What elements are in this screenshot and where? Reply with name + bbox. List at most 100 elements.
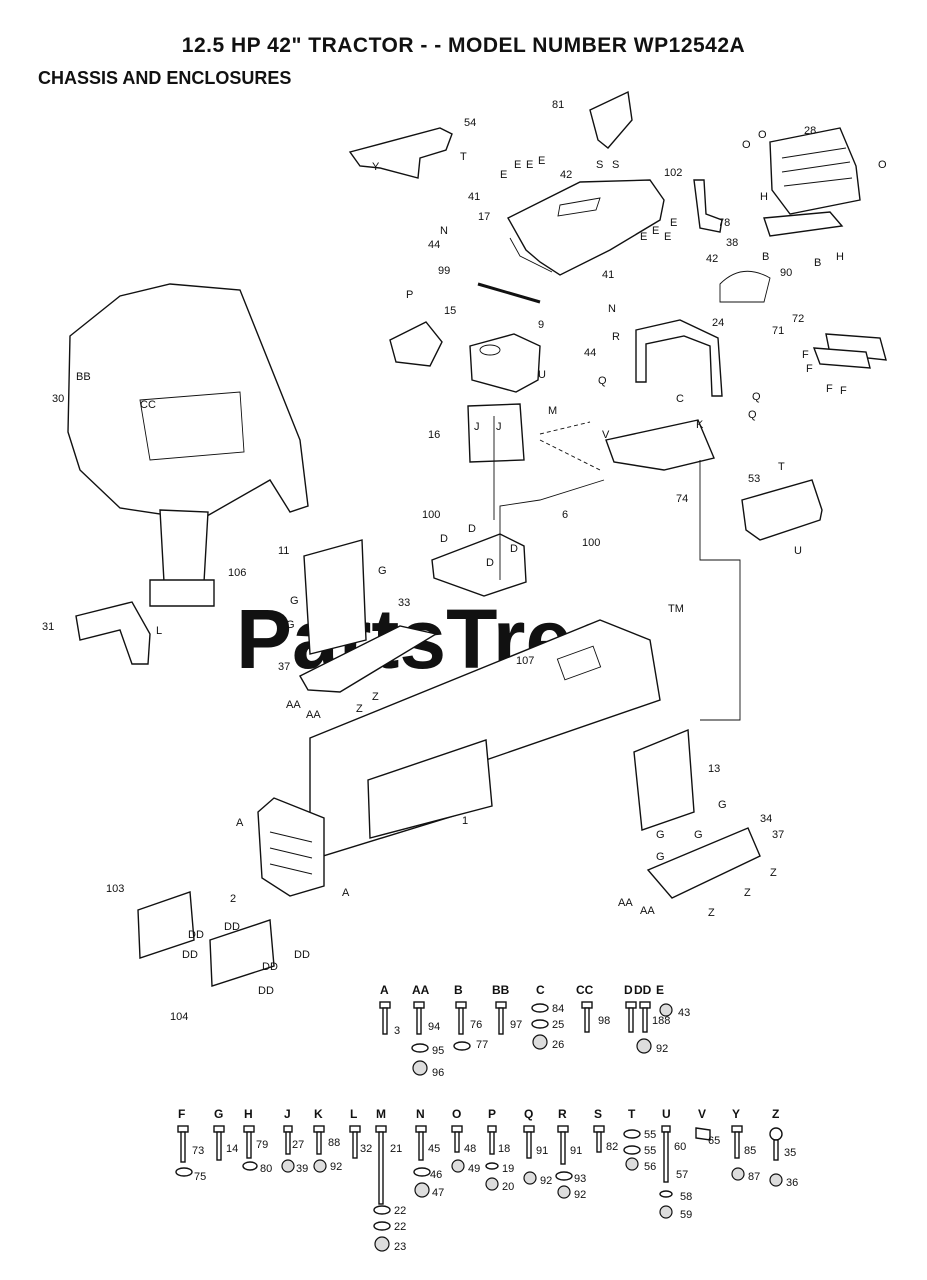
key-g1: G: [378, 565, 387, 577]
svg-text:55: 55: [644, 1145, 656, 1157]
key-a1: A: [236, 817, 244, 829]
key-z3: Z: [356, 703, 363, 715]
callout-11: 11: [278, 545, 289, 557]
callout-90: 90: [780, 267, 792, 279]
svg-text:Z: Z: [772, 1107, 779, 1121]
callout-44a: 44: [428, 239, 440, 251]
svg-text:BB: BB: [492, 983, 510, 997]
key-z1: Z: [432, 647, 439, 659]
key-z2: Z: [372, 691, 379, 703]
hw-group-k: K 88 92: [313, 1107, 342, 1173]
callout-9: 9: [538, 319, 544, 331]
key-dd6: DD: [258, 985, 274, 997]
key-b1: B: [762, 251, 769, 263]
hw-group-y: Y 85 87: [731, 1107, 760, 1183]
key-y1: V: [602, 429, 610, 441]
svg-text:82: 82: [606, 1141, 618, 1153]
key-g2: G: [290, 595, 299, 607]
svg-text:J: J: [284, 1107, 291, 1121]
callout-38: 38: [726, 237, 738, 249]
hw-group-aa: AA 94 95 96: [411, 983, 444, 1079]
key-aa1: AA: [286, 699, 301, 711]
svg-text:32: 32: [360, 1143, 372, 1155]
key-d3: D: [510, 543, 518, 555]
hardware-row-2: F 73 75 G 14 H 79 80 J 27 39 K 8: [175, 1107, 798, 1253]
svg-text:B: B: [454, 983, 463, 997]
key-e5: E: [640, 231, 647, 243]
callout-6: 6: [562, 509, 568, 521]
svg-text:CC: CC: [576, 983, 594, 997]
key-dd1: DD: [224, 921, 240, 933]
key-d2: D: [468, 523, 476, 535]
key-aa3: AA: [618, 897, 633, 909]
key-e4: E: [538, 155, 545, 167]
callout-1: 1: [462, 815, 468, 827]
svg-text:V: V: [698, 1107, 706, 1121]
hw-group-m: M 21 22 22 23: [373, 1107, 406, 1253]
svg-text:49: 49: [468, 1163, 480, 1175]
svg-text:21: 21: [390, 1143, 402, 1155]
svg-text:G: G: [214, 1107, 223, 1121]
key-u1: U: [794, 545, 802, 557]
svg-text:22: 22: [394, 1221, 406, 1233]
svg-text:60: 60: [674, 1141, 686, 1153]
key-n2: N: [608, 303, 616, 315]
svg-text:76: 76: [470, 1019, 482, 1031]
key-n1: N: [440, 225, 448, 237]
callout-81: 81: [552, 99, 564, 111]
hw-group-bb: BB 97: [492, 983, 522, 1035]
callout-74: 74: [676, 493, 688, 505]
callout-28: 28: [804, 125, 816, 137]
letter-keys: S S Y T E E E E O O O N N H H B B E E E …: [76, 129, 887, 997]
key-q1: Q: [598, 375, 607, 387]
key-o1: O: [742, 139, 751, 151]
svg-text:65: 65: [708, 1135, 720, 1147]
svg-text:P: P: [488, 1107, 496, 1121]
key-d1: D: [440, 533, 448, 545]
svg-text:45: 45: [428, 1143, 440, 1155]
svg-text:R: R: [558, 1107, 567, 1121]
svg-text:55: 55: [644, 1129, 656, 1141]
key-s2: S: [612, 159, 619, 171]
key-cc1: CC: [140, 399, 156, 411]
svg-text:H: H: [244, 1107, 253, 1121]
callout-44b: 44: [584, 347, 596, 359]
callout-71: 71: [772, 325, 784, 337]
key-e3: E: [526, 159, 533, 171]
key-g6: G: [694, 829, 703, 841]
svg-text:20: 20: [502, 1181, 514, 1193]
svg-text:77: 77: [476, 1039, 488, 1051]
key-t1: T: [460, 151, 467, 163]
key-dd2: DD: [188, 929, 204, 941]
callout-15: 15: [444, 305, 456, 317]
svg-text:85: 85: [744, 1145, 756, 1157]
svg-text:Y: Y: [732, 1107, 740, 1121]
callout-34: 34: [760, 813, 772, 825]
key-o3: O: [878, 159, 887, 171]
svg-text:C: C: [536, 983, 545, 997]
key-g4: G: [718, 799, 727, 811]
svg-text:79: 79: [256, 1139, 268, 1151]
svg-text:95: 95: [432, 1045, 444, 1057]
svg-text:A: A: [380, 983, 389, 997]
key-o2: O: [758, 129, 767, 141]
callout-99: 99: [438, 265, 450, 277]
svg-text:58: 58: [680, 1191, 692, 1203]
key-q3: Q: [748, 409, 757, 421]
callout-100b: 100: [582, 537, 600, 549]
svg-text:92: 92: [330, 1161, 342, 1173]
svg-text:48: 48: [464, 1143, 476, 1155]
key-z6: Z: [708, 907, 715, 919]
svg-text:93: 93: [574, 1173, 586, 1185]
callout-41b: 41: [602, 269, 614, 281]
hw-group-r: R 91 93 92: [555, 1107, 586, 1201]
svg-text:3: 3: [394, 1025, 400, 1037]
svg-text:73: 73: [192, 1145, 204, 1157]
svg-text:94: 94: [428, 1021, 440, 1033]
svg-text:47: 47: [432, 1187, 444, 1199]
callout-72: 72: [792, 313, 804, 325]
svg-text:98: 98: [598, 1015, 610, 1027]
svg-text:F: F: [178, 1107, 185, 1121]
svg-text:18: 18: [498, 1143, 510, 1155]
key-h1: H: [760, 191, 768, 203]
